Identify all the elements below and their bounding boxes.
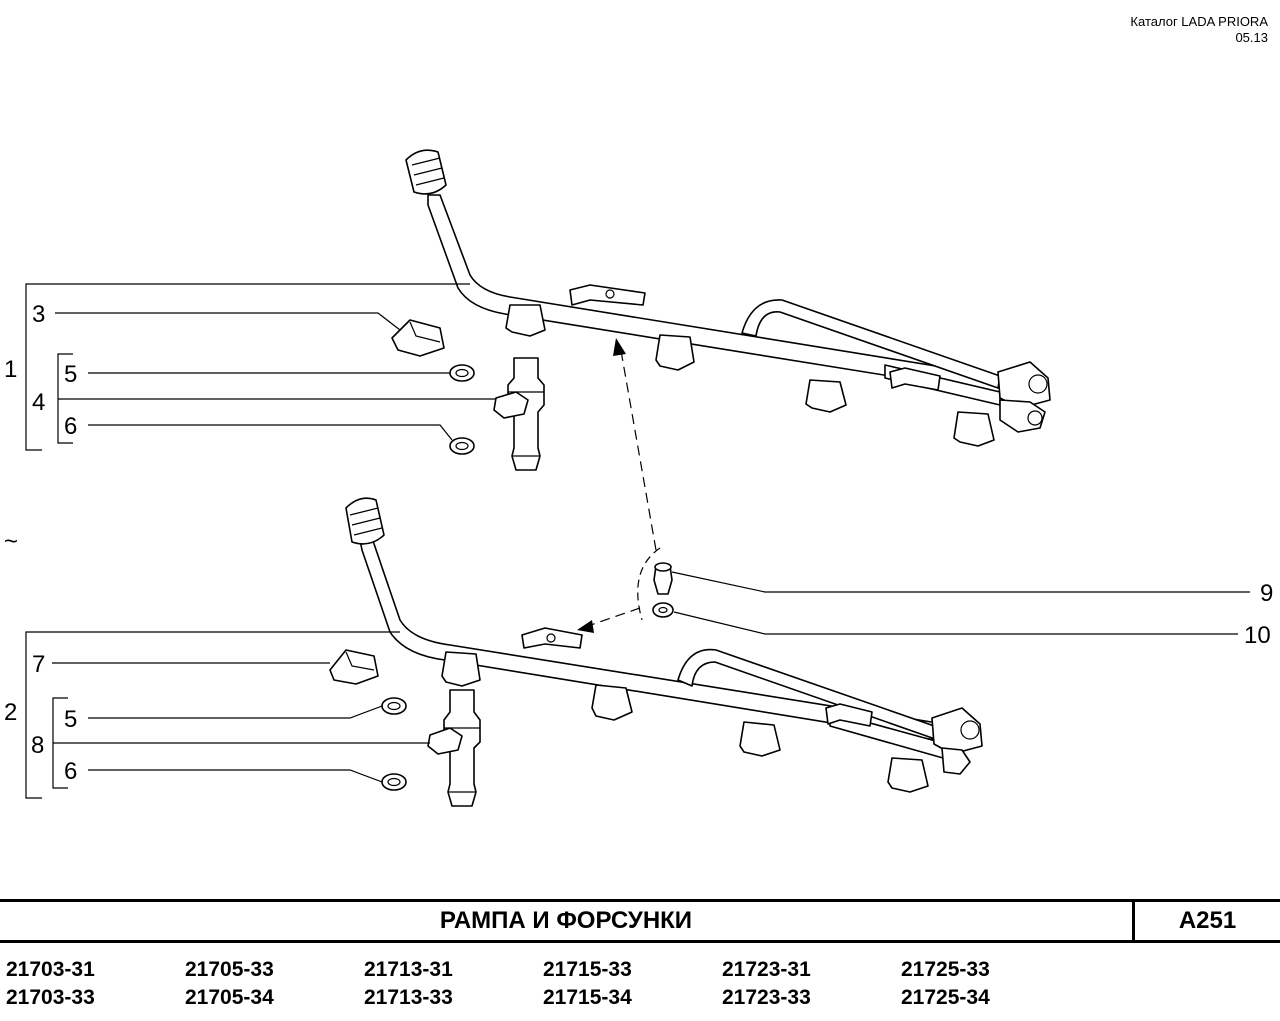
arrow-head-up: [613, 338, 626, 356]
leader-9: [671, 571, 1250, 593]
callout-9: 9: [1260, 580, 1273, 607]
bolt-item-9: [653, 562, 673, 595]
callout-6-bottom: 6: [64, 758, 77, 785]
callout-10: 10: [1244, 622, 1271, 649]
model-code: 21715-34: [543, 986, 632, 1009]
model-column-6: 21725-33 21725-34: [901, 956, 990, 1012]
callout-5-bottom: 5: [64, 706, 77, 733]
model-column-2: 21705-33 21705-34: [185, 956, 274, 1012]
leader-5-bottom: [88, 705, 383, 719]
model-code: 21705-33: [185, 958, 274, 981]
dashed-arc: [637, 547, 661, 621]
leader-10: [673, 611, 1238, 635]
callout-3: 3: [32, 301, 45, 328]
seal-ring-5-top: [449, 364, 475, 382]
bracket-assembly-2: [25, 631, 400, 799]
model-code: 21705-34: [185, 986, 274, 1009]
dashed-arrow-up: [619, 344, 657, 551]
arrow-head-left: [577, 620, 594, 633]
injector-item-4: [493, 357, 545, 471]
title-separator: [1132, 902, 1135, 940]
model-code: 21715-33: [543, 958, 632, 981]
callout-7: 7: [32, 651, 45, 678]
injector-item-8: [427, 689, 481, 807]
callout-8: 8: [31, 732, 44, 759]
title-block: РАМПА И ФОРСУНКИ A251: [0, 899, 1280, 943]
model-code: 21725-33: [901, 958, 990, 981]
callout-4: 4: [32, 389, 45, 416]
dashed-arrow-left: [584, 607, 641, 628]
model-code: 21723-33: [722, 986, 811, 1009]
parts-diagram: 1 3 4 5 6 ~ 2 7 8 5 6 9 10: [4, 149, 1273, 807]
seal-ring-6-top: [449, 437, 475, 455]
model-code: 21725-34: [901, 986, 990, 1009]
bracket-item-4: [57, 353, 496, 444]
model-code: 21703-33: [6, 986, 95, 1009]
leader-3: [55, 312, 401, 331]
model-column-5: 21723-31 21723-33: [722, 956, 811, 1012]
model-column-4: 21715-33 21715-34: [543, 956, 632, 1012]
catalog-header: Каталог LADA PRIORA 05.13: [1130, 14, 1268, 46]
leader-6-top: [88, 424, 453, 441]
alt-mark: ~: [4, 528, 18, 555]
callout-1: 1: [4, 356, 17, 383]
model-column-3: 21713-31 21713-33: [364, 956, 453, 1012]
seal-ring-6-bottom: [381, 773, 407, 791]
model-column-1: 21703-31 21703-33: [6, 956, 95, 1012]
catalog-name: Каталог LADA PRIORA: [1130, 14, 1268, 29]
washer-item-10: [652, 602, 674, 618]
model-code: 21703-31: [6, 958, 95, 981]
model-code: 21713-33: [364, 986, 453, 1009]
seal-ring-5-bottom: [381, 697, 407, 715]
catalog-date: 05.13: [1235, 30, 1268, 45]
leader-6-bottom: [88, 769, 383, 783]
bracket-item-8: [52, 697, 430, 789]
callout-6-top: 6: [64, 413, 77, 440]
callout-5-top: 5: [64, 361, 77, 388]
model-code: 21713-31: [364, 958, 453, 981]
section-title: РАМПА И ФОРСУНКИ: [439, 907, 693, 934]
section-code: A251: [1178, 907, 1237, 934]
fuel-rail-top: [405, 149, 1051, 447]
clip-item-3: [391, 319, 445, 357]
fuel-rail-bottom: [345, 497, 983, 793]
clip-item-7: [329, 649, 379, 685]
callout-2: 2: [4, 699, 17, 726]
bracket-assembly-1: [25, 283, 470, 451]
model-code: 21723-31: [722, 958, 811, 981]
